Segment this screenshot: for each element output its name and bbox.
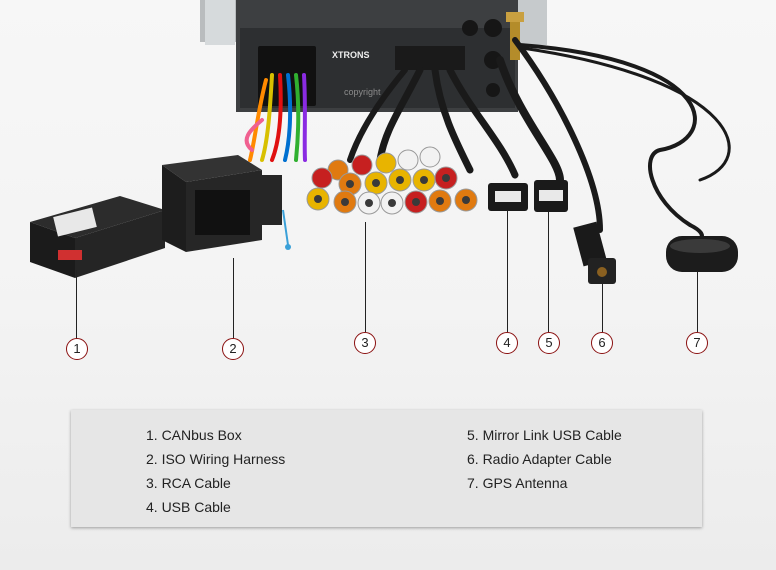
- leader-line-3: [365, 222, 366, 332]
- radio-adapter-connector: [573, 221, 616, 284]
- rca-plugs: [306, 146, 478, 215]
- callout-7: 7: [686, 332, 708, 354]
- leader-line-1: [76, 270, 77, 339]
- canbus-box: [30, 196, 165, 278]
- callout-4: 4: [496, 332, 518, 354]
- leader-line-6: [602, 282, 603, 332]
- head-unit-rear: XTRONS copyright: [200, 0, 547, 112]
- callout-6: 6: [591, 332, 613, 354]
- mirror-link-usb-connector: [534, 180, 568, 212]
- legend-item-usb-cable: 4. USB Cable: [146, 499, 231, 515]
- callout-1: 1: [66, 338, 88, 360]
- gps-antenna: [666, 223, 738, 272]
- callout-5: 5: [538, 332, 560, 354]
- leader-line-7: [697, 272, 698, 332]
- iso-wires: [244, 73, 307, 162]
- callout-3: 3: [354, 332, 376, 354]
- leader-line-4: [507, 210, 508, 332]
- legend-item-gps-antenna: 7. GPS Antenna: [467, 475, 568, 491]
- legend-item-radio-adapter-cable: 6. Radio Adapter Cable: [467, 451, 612, 467]
- legend-item-canbus-box: 1. CANbus Box: [146, 427, 242, 443]
- legend-item-mirror-link-usb-cable: 5. Mirror Link USB Cable: [467, 427, 622, 443]
- brand-label: XTRONS: [332, 50, 370, 60]
- watermark-label: copyright: [344, 87, 381, 97]
- leader-line-2: [233, 258, 234, 338]
- iso-harness-connector: [162, 155, 291, 252]
- product-photo: XTRONS copyright: [30, 0, 738, 284]
- leader-line-5: [548, 212, 549, 332]
- callout-2: 2: [222, 338, 244, 360]
- legend-item-iso-wiring-harness: 2. ISO Wiring Harness: [146, 451, 286, 467]
- legend-box: 1. CANbus Box 2. ISO Wiring Harness 3. R…: [71, 410, 702, 527]
- black-cables: [347, 37, 731, 233]
- usb-connector: [488, 183, 528, 211]
- legend-item-rca-cable: 3. RCA Cable: [146, 475, 231, 491]
